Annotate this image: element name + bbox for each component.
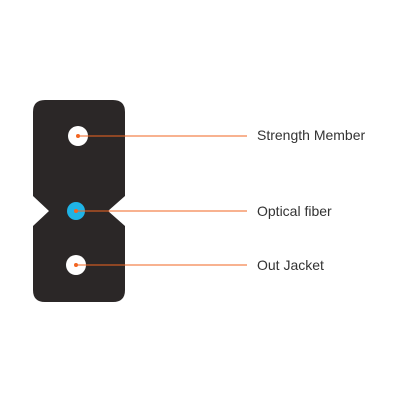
leader-line-out-jacket bbox=[74, 263, 247, 267]
optical-fiber-label: Optical fiber bbox=[257, 203, 332, 219]
leader-line-optical-fiber bbox=[74, 209, 247, 213]
cable-jacket bbox=[33, 100, 125, 302]
strength-member-label: Strength Member bbox=[257, 127, 366, 143]
leader-line-strength-member bbox=[76, 134, 247, 138]
out-jacket-label: Out Jacket bbox=[257, 257, 324, 273]
